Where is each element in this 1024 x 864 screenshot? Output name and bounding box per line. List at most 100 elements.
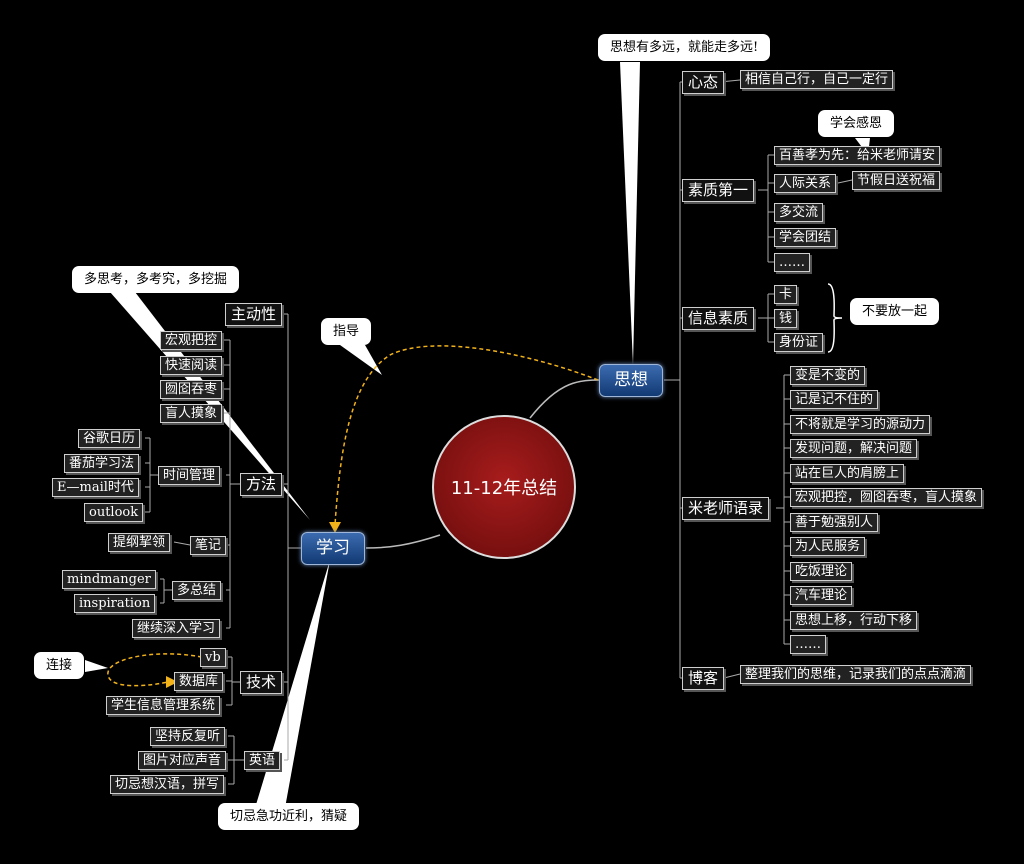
leaf-yulu-1[interactable]: 记是记不住的 <box>790 390 879 409</box>
callout-duosikao-text: 多思考，多考究，多挖掘 <box>84 272 228 287</box>
branch-sixiang[interactable]: 思想 <box>599 364 663 397</box>
leaf-label: 思想上移，行动下移 <box>795 613 913 628</box>
branch-xuexi[interactable]: 学习 <box>301 532 365 565</box>
leaf-yulu-7[interactable]: 为人民服务 <box>790 537 866 556</box>
leaf-label: 发现问题，解决问题 <box>795 441 913 456</box>
leaf-xinxi-1[interactable]: 钱 <box>774 309 798 328</box>
leaf-label: 学生信息管理系统 <box>111 698 216 713</box>
topic-yingyu[interactable]: 英语 <box>244 751 281 770</box>
leaf-label: 提纲挈领 <box>113 535 166 550</box>
leaf-shijian-3[interactable]: outlook <box>84 503 144 522</box>
leaf-yulu-8[interactable]: 吃饭理论 <box>790 562 853 581</box>
leaf-suzhi-3[interactable]: 多交流 <box>774 203 824 222</box>
leaf-suzhi-2[interactable]: 节假日送祝福 <box>852 171 941 190</box>
leaf-suzhi-5[interactable]: …… <box>774 253 810 272</box>
leaf-label: …… <box>795 637 821 652</box>
leaf-label: 身份证 <box>779 335 819 350</box>
leaf-jishu-2[interactable]: 学生信息管理系统 <box>106 696 221 715</box>
leaf-label: 学会团结 <box>779 230 832 245</box>
topic-jishu[interactable]: 技术 <box>240 671 283 694</box>
leaf-label: 人际关系 <box>779 176 832 191</box>
callout-fangyiqi-text: 不要放一起 <box>862 304 928 319</box>
leaf-label: 坚持反复听 <box>155 729 221 744</box>
leaf-shijian-1[interactable]: 番茄学习法 <box>64 454 140 473</box>
leaf-shijian-2[interactable]: E—mail时代 <box>52 478 139 497</box>
leaf-label: 整理我们的思维，记录我们的点点滴滴 <box>745 667 967 682</box>
leaf-fangfa-0[interactable]: 宏观把控 <box>160 331 223 350</box>
topic-shijian[interactable]: 时间管理 <box>158 466 221 485</box>
topic-biji[interactable]: 笔记 <box>190 536 227 555</box>
leaf-jishu-0[interactable]: vb <box>200 648 226 667</box>
topic-yulu-label: 米老师语录 <box>688 499 764 517</box>
leaf-label: 盲人摸象 <box>165 406 218 421</box>
callout-qieji[interactable]: 切忌急功近利，猜疑 <box>218 803 360 830</box>
topic-jixu-label: 继续深入学习 <box>137 621 216 636</box>
leaf-yulu-11[interactable]: …… <box>790 635 826 654</box>
leaf-yulu-2[interactable]: 不将就是学习的源动力 <box>790 415 931 434</box>
leaf-label: 站在巨人的肩膀上 <box>795 466 900 481</box>
leaf-label: 吃饭理论 <box>795 564 848 579</box>
topic-boke[interactable]: 博客 <box>682 667 725 690</box>
topic-duozongjie[interactable]: 多总结 <box>172 581 222 600</box>
leaf-duozongjie-1[interactable]: inspiration <box>74 594 156 613</box>
topic-xintai[interactable]: 心态 <box>682 71 725 94</box>
leaf-suzhi-0[interactable]: 百善孝为先：给米老师请安 <box>774 146 941 165</box>
brace-xinxi <box>827 283 843 353</box>
leaf-label: 图片对应声音 <box>143 753 222 768</box>
leaf-label: vb <box>205 650 221 665</box>
topic-jixu[interactable]: 继续深入学习 <box>132 619 221 638</box>
leaf-yingyu-1[interactable]: 图片对应声音 <box>138 751 227 770</box>
leaf-label: 谷歌日历 <box>83 431 136 446</box>
center-topic-label: 11-12年总结 <box>450 478 558 499</box>
leaf-xinxi-0[interactable]: 卡 <box>774 285 798 304</box>
topic-fangfa[interactable]: 方法 <box>240 473 283 496</box>
leaf-shijian-0[interactable]: 谷歌日历 <box>78 429 141 448</box>
leaf-duozongjie-0[interactable]: mindmanger <box>62 570 156 589</box>
leaf-yulu-9[interactable]: 汽车理论 <box>790 586 853 605</box>
callout-duosikao[interactable]: 多思考，多考究，多挖掘 <box>72 266 240 293</box>
topic-jishu-label: 技术 <box>246 673 277 691</box>
topic-suzhi[interactable]: 素质第一 <box>682 179 755 202</box>
leaf-label: 多交流 <box>779 205 819 220</box>
leaf-yulu-3[interactable]: 发现问题，解决问题 <box>790 439 918 458</box>
leaf-yingyu-2[interactable]: 切忌想汉语，拼写 <box>110 775 225 794</box>
callout-fangyiqi[interactable]: 不要放一起 <box>850 298 940 325</box>
leaf-label: 记是记不住的 <box>795 392 874 407</box>
leaf-jishu-1[interactable]: 数据库 <box>174 672 224 691</box>
leaf-boke-0[interactable]: 整理我们的思维，记录我们的点点滴滴 <box>740 665 972 684</box>
topic-zhudong[interactable]: 主动性 <box>225 303 283 326</box>
topic-yulu[interactable]: 米老师语录 <box>682 497 770 520</box>
leaf-yulu-0[interactable]: 变是不变的 <box>790 366 866 385</box>
leaf-biji-0[interactable]: 提纲挈领 <box>108 533 171 552</box>
leaf-label: 番茄学习法 <box>69 456 135 471</box>
leaf-label: 钱 <box>779 311 793 326</box>
leaf-xintai-0[interactable]: 相信自己行，自己一定行 <box>740 70 894 89</box>
callout-lianjie[interactable]: 连接 <box>34 652 85 679</box>
leaf-fangfa-2[interactable]: 囫囵吞枣 <box>160 380 223 399</box>
callout-ganen[interactable]: 学会感恩 <box>818 110 895 137</box>
leaf-yulu-5[interactable]: 宏观把控，囫囵吞枣，盲人摸象 <box>790 488 983 507</box>
leaf-yulu-4[interactable]: 站在巨人的肩膀上 <box>790 464 905 483</box>
leaf-label: E—mail时代 <box>57 480 134 495</box>
callout-zhidao[interactable]: 指导 <box>321 318 372 345</box>
leaf-fangfa-1[interactable]: 快速阅读 <box>160 356 223 375</box>
leaf-suzhi-4[interactable]: 学会团结 <box>774 228 837 247</box>
callout-pointer-zhidao <box>340 345 382 375</box>
leaf-yingyu-0[interactable]: 坚持反复听 <box>150 727 226 746</box>
leaf-yulu-10[interactable]: 思想上移，行动下移 <box>790 611 918 630</box>
leaf-fangfa-3[interactable]: 盲人摸象 <box>160 404 223 423</box>
leaf-suzhi-1[interactable]: 人际关系 <box>774 174 837 193</box>
center-topic[interactable]: 11-12年总结 <box>432 415 576 559</box>
leaf-yulu-6[interactable]: 善于勉强别人 <box>790 513 879 532</box>
topic-xintai-label: 心态 <box>688 73 719 91</box>
leaf-label: 相信自己行，自己一定行 <box>745 72 889 87</box>
leaf-label: 切忌想汉语，拼写 <box>115 777 220 792</box>
branch-sixiang-label: 思想 <box>614 370 648 390</box>
branch-xuexi-label: 学习 <box>316 538 350 558</box>
leaf-xinxi-2[interactable]: 身份证 <box>774 333 824 352</box>
callout-lianjie-text: 连接 <box>46 658 73 673</box>
topic-xinxi[interactable]: 信息素质 <box>682 307 755 330</box>
link-center-xuexi <box>365 534 441 549</box>
callout-top-text: 思想有多远，就能走多远! <box>610 40 759 55</box>
callout-top[interactable]: 思想有多远，就能走多远! <box>598 34 771 61</box>
